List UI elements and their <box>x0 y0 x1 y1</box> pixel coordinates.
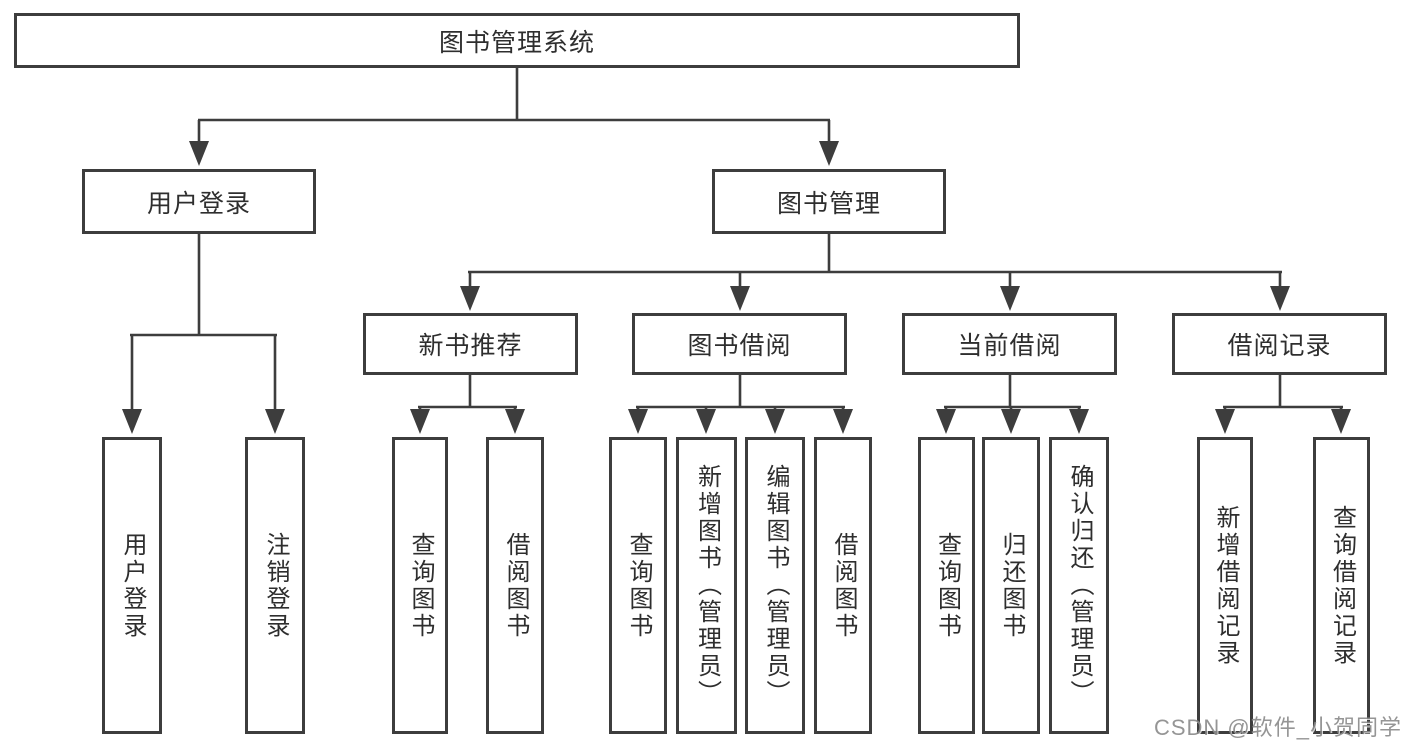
arrowhead <box>189 141 209 166</box>
arrowhead <box>730 286 750 311</box>
leaf-add-borrow-record: 新增借阅记录 <box>1197 437 1253 734</box>
node-book-management: 图书管理 <box>712 169 946 234</box>
connector-new-book-bus <box>418 375 517 411</box>
leaf-borrow-books: 借阅图书 <box>814 437 872 734</box>
leaf-query-borrow-record: 查询借阅记录 <box>1313 437 1370 734</box>
leaf-query-books-borrow: 查询图书 <box>609 437 667 734</box>
arrowhead <box>833 409 853 434</box>
arrowhead <box>1000 286 1020 311</box>
arrowhead <box>696 409 716 434</box>
node-book-borrow: 图书借阅 <box>632 313 847 375</box>
node-current-borrow: 当前借阅 <box>902 313 1117 375</box>
node-borrow-records: 借阅记录 <box>1172 313 1387 375</box>
leaf-logout: 注销登录 <box>245 437 305 734</box>
connector-lines <box>130 68 1343 412</box>
arrowhead <box>936 409 956 434</box>
arrowhead <box>460 286 480 311</box>
connector-borrow-records-bus <box>1223 375 1343 411</box>
arrowhead <box>628 409 648 434</box>
leaf-add-books-admin: 新增图书（管理员） <box>676 437 737 734</box>
connector-book-mgmt-bus <box>468 234 1282 288</box>
arrowhead <box>765 409 785 434</box>
node-user-login: 用户登录 <box>82 169 316 234</box>
arrowhead <box>122 409 142 434</box>
connector-book-borrow-bus <box>636 375 845 411</box>
leaf-user-login: 用户登录 <box>102 437 162 734</box>
arrowhead <box>1215 409 1235 434</box>
connector-current-borrow-bus <box>944 375 1081 411</box>
connector-user-login-bus <box>130 234 277 412</box>
connector-root-bus <box>197 68 831 144</box>
arrowhead <box>1001 409 1021 434</box>
leaf-query-books-current: 查询图书 <box>918 437 975 734</box>
leaf-borrow-books-recommend: 借阅图书 <box>486 437 544 734</box>
node-new-book-recommend: 新书推荐 <box>363 313 578 375</box>
arrowhead <box>1270 286 1290 311</box>
arrowhead <box>265 409 285 434</box>
arrowhead <box>1331 409 1351 434</box>
arrowhead <box>819 141 839 166</box>
leaf-confirm-return-admin: 确认归还（管理员） <box>1049 437 1109 734</box>
connector-arrowheads <box>122 141 1351 434</box>
leaf-query-books-recommend: 查询图书 <box>392 437 448 734</box>
leaf-return-books: 归还图书 <box>982 437 1040 734</box>
arrowhead <box>410 409 430 434</box>
arrowhead <box>1069 409 1089 434</box>
csdn-watermark: CSDN @软件_小贺同学 <box>1153 715 1402 740</box>
node-library-system: 图书管理系统 <box>14 13 1020 68</box>
leaf-edit-books-admin: 编辑图书（管理员） <box>745 437 805 734</box>
arrowhead <box>505 409 525 434</box>
